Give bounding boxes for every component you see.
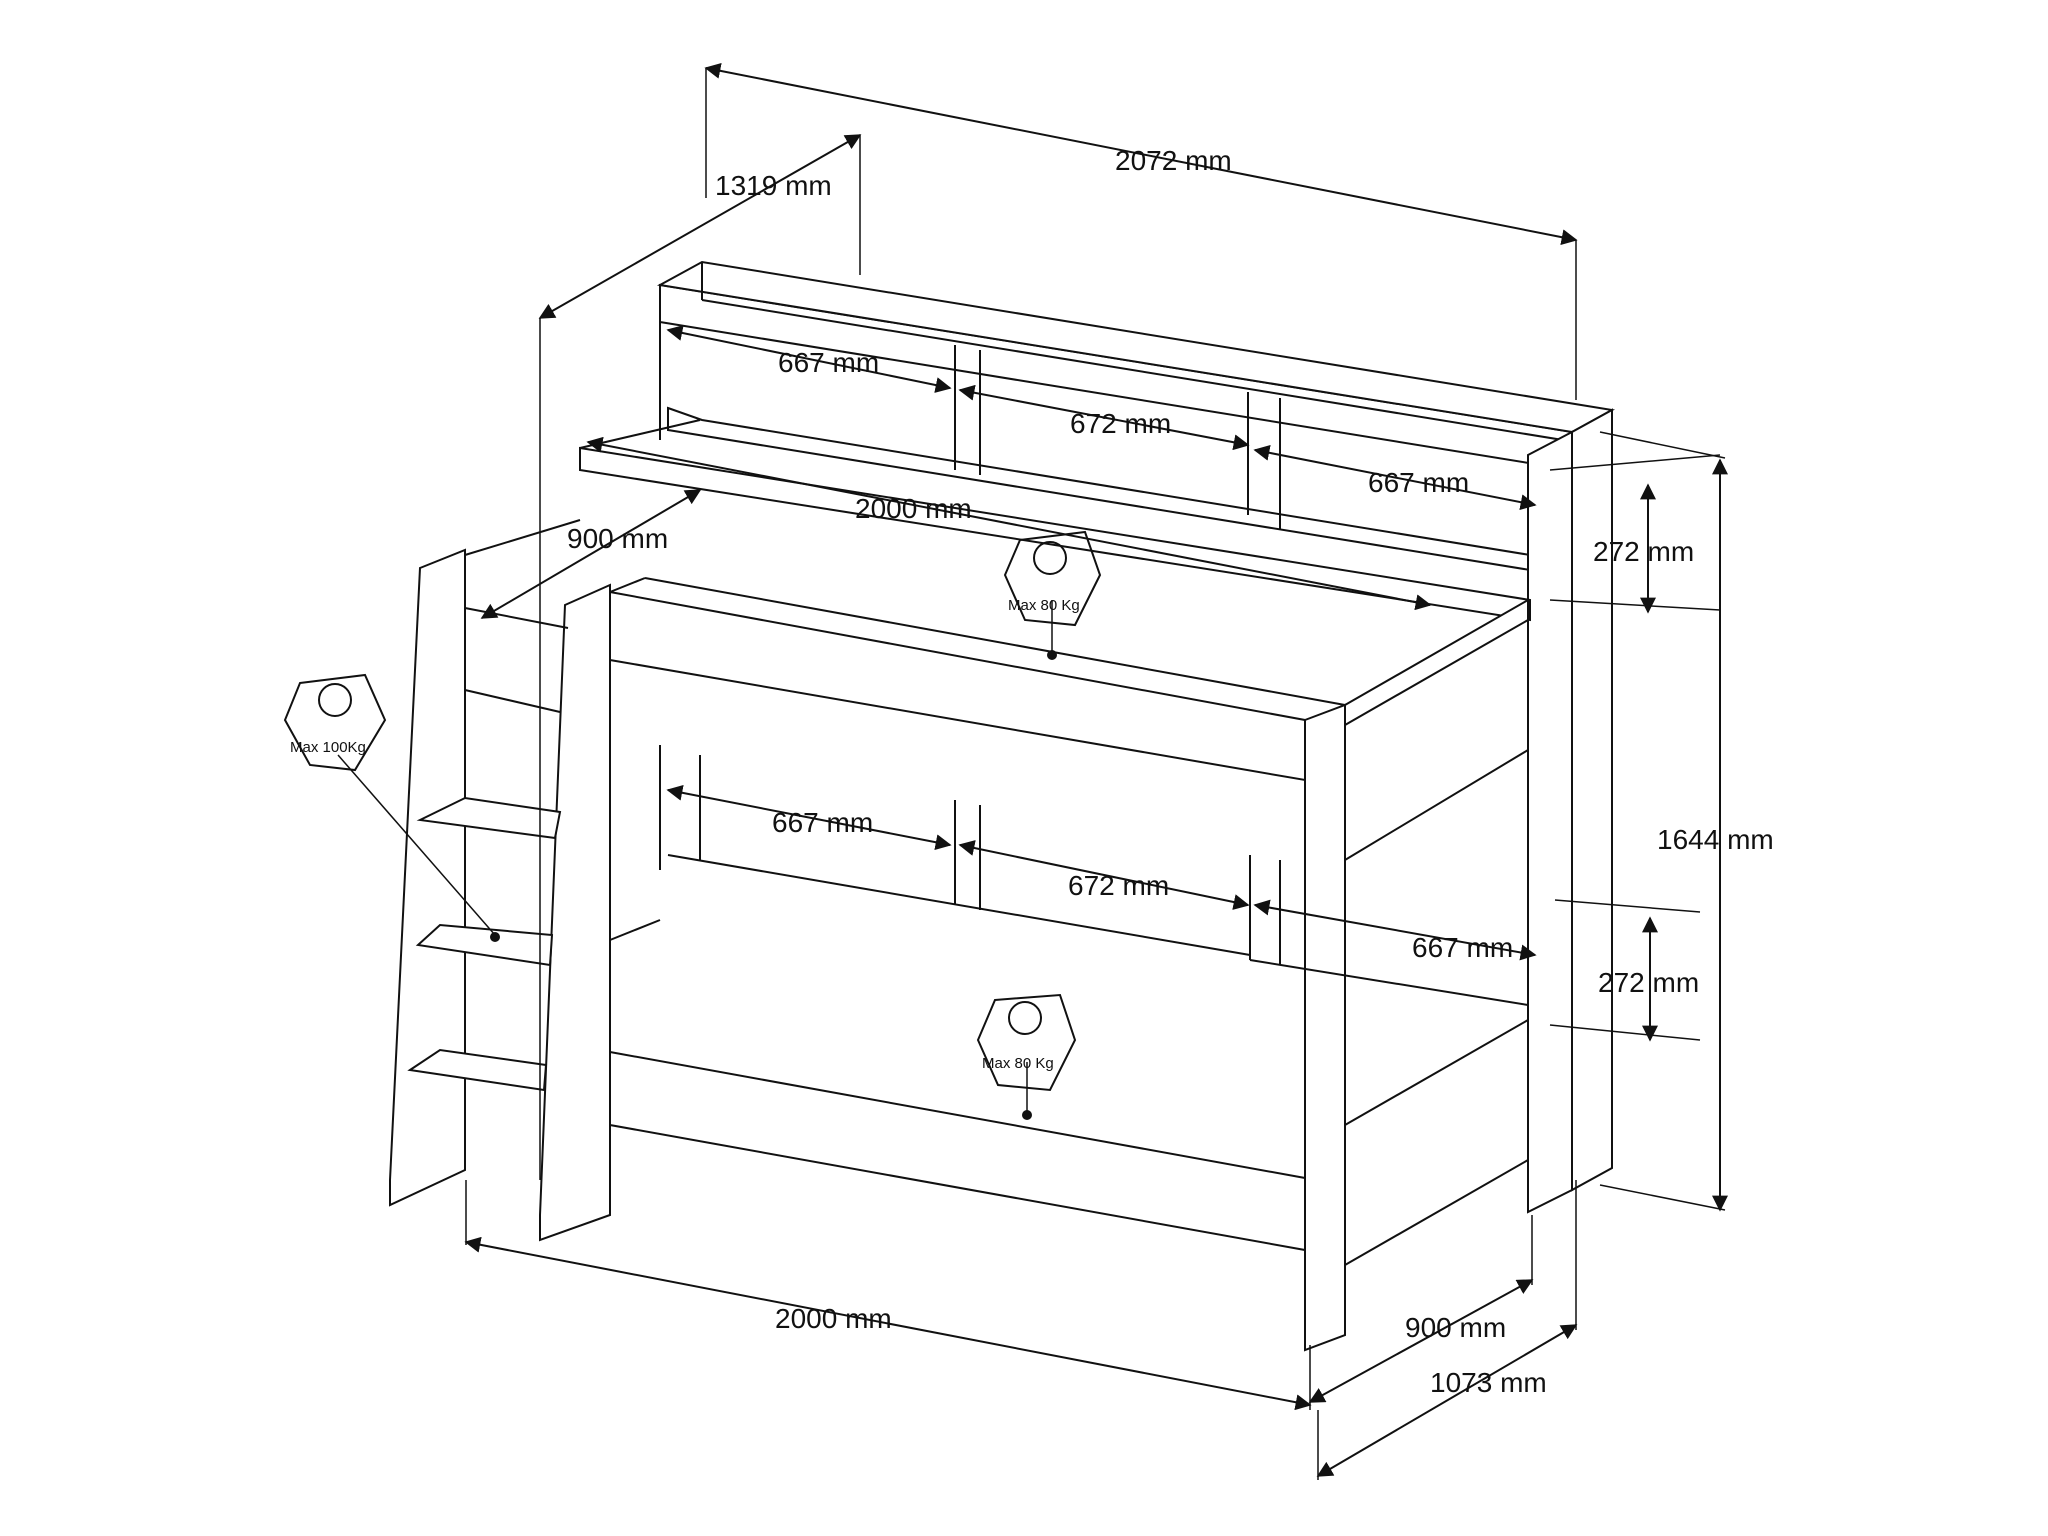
- dim-bottom-shelf-height: 272 mm: [1598, 967, 1699, 998]
- dim-top-shelf-middle: 672 mm: [1070, 408, 1171, 439]
- dim-bottom-shelf-right: 667 mm: [1412, 932, 1513, 963]
- dimension-lines: [337, 62, 1728, 1480]
- dim-top-shelf-right: 667 mm: [1368, 467, 1469, 498]
- dim-bottom-shelf-left: 667 mm: [772, 807, 873, 838]
- dim-bottom-length: 2000 mm: [775, 1303, 892, 1334]
- dim-bottom-shelf-middle: 672 mm: [1068, 870, 1169, 901]
- weight-label-top-bunk: Max 80 Kg: [1008, 597, 1080, 614]
- weight-icon-ladder: Max 100Kg: [283, 673, 387, 772]
- dim-top-mattress-width: 900 mm: [567, 523, 668, 554]
- dim-overall-width: 1073 mm: [1430, 1367, 1547, 1398]
- weight-label-ladder: Max 100Kg: [290, 739, 366, 756]
- dimension-labels: 2072 mm 1319 mm 667 mm 672 mm 667 mm 200…: [567, 145, 1774, 1398]
- dim-top-shelf-height: 272 mm: [1593, 536, 1694, 567]
- dim-overall-length: 2072 mm: [1115, 145, 1232, 176]
- dim-overall-depth: 1319 mm: [715, 170, 832, 201]
- dim-top-shelf-left: 667 mm: [778, 347, 879, 378]
- bed-structure: [389, 260, 1616, 1352]
- dim-top-mattress-length: 2000 mm: [855, 493, 972, 524]
- dim-bottom-width: 900 mm: [1405, 1312, 1506, 1343]
- weight-icon-top-bunk: Max 80 Kg: [1003, 530, 1102, 660]
- weight-label-bottom-bunk: Max 80 Kg: [982, 1055, 1054, 1072]
- dim-overall-height: 1644 mm: [1657, 824, 1774, 855]
- weight-icon-bottom-bunk: Max 80 Kg: [976, 993, 1077, 1120]
